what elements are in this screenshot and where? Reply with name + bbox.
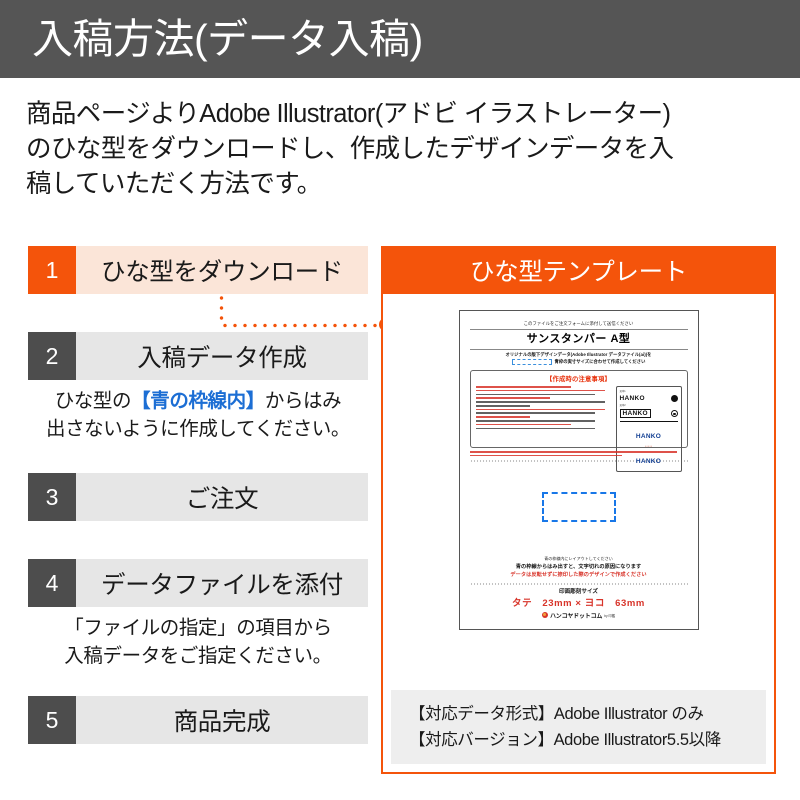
spacer-after-step-2: [28, 443, 368, 473]
step-row-1: 1 ひな型をダウンロード: [28, 246, 368, 294]
connector-dotted-vertical: [219, 293, 224, 325]
step-row-5: 5 商品完成: [28, 696, 368, 744]
engraving-size-value: タテ 23mm × ヨコ 63mm: [512, 597, 645, 609]
blue-box-swatch-icon: [511, 358, 552, 365]
step-2-desc-prefix: ひな型の: [54, 390, 132, 412]
step-number-1: 1: [28, 246, 76, 294]
sheet-rule-top: [469, 328, 688, 330]
step-4-description: 「ファイルの指定」の項目から 入稿データをご指定ください。: [28, 607, 368, 670]
blue-layout-frame: [541, 492, 616, 523]
step-row-2: 2 入稿データ作成: [28, 332, 368, 380]
step-2-description-line-2: 出さないように作成してください。: [45, 418, 351, 440]
supported-format-line: 【対応データ形式】Adobe Illustrator のみ: [409, 705, 704, 723]
template-panel: ひな型テンプレート このファイルをご注文フォームに添付して送信ください サンスタ…: [381, 246, 776, 774]
sheet-dotted-separator-top: [469, 460, 688, 463]
steps-list: 1 ひな型をダウンロード 2 入稿データ作成 ひな型の【青の枠線内】からはみ 出…: [28, 246, 368, 744]
sheet-notice-box: 【作成時の注意事項】: [469, 370, 688, 472]
step-2-desc-emphasis: 【青の枠線内】: [131, 390, 265, 412]
step-number-4: 4: [28, 559, 76, 607]
notice-text-line: [475, 420, 596, 422]
intro-line-2: のひな型をダウンロードし、作成したデザインデータを入: [26, 135, 674, 163]
intro-line-1: 商品ページよりAdobe Illustrator(アドビ イラストレーター): [26, 100, 671, 128]
template-sheet-preview[interactable]: このファイルをご注文フォームに添付して送信ください サンスタンパー A型 オリジ…: [458, 310, 699, 630]
step-2-description-line-1: ひな型の【青の枠線内】からはみ: [28, 387, 368, 415]
sheet-sub-line-1: オリジナルの版下デザインデータ(Adobe Illustrator データファイ…: [505, 352, 652, 357]
sheet-bottom-note-1: 青の枠線内にレイアウトしてください: [544, 556, 613, 562]
template-panel-header: ひな型テンプレート: [381, 246, 776, 294]
intro-line-3: 稿していただく方法です。: [26, 170, 322, 198]
brand-logo-text: ハンコヤドットコム: [549, 613, 603, 620]
brand-logo-mark-icon: [541, 612, 548, 619]
sheet-top-note: このファイルをご注文フォームに添付して送信ください: [523, 321, 634, 326]
page-header-band: 入稿方法(データ入稿): [0, 0, 800, 78]
sheet-bottom-note-2: 青の枠線からはみ出すと、文字切れの原因になります: [515, 563, 642, 570]
step-number-5: 5: [28, 696, 76, 744]
step-number-3: 3: [28, 473, 76, 521]
step-4-description-line-2: 入稿データをご指定ください。: [64, 645, 332, 667]
notice-text-line: [475, 389, 605, 392]
sheet-bottom-note-3: データは反転せずに捺印した際のデザインで作成ください: [510, 571, 647, 578]
step-label-3: ご注文: [76, 473, 368, 521]
sheet-sub-line-2: 青枠の実寸サイズに合わせて作成してください: [554, 359, 646, 364]
stamp-sample-text: HANKO: [619, 395, 645, 402]
brand-logo: ハンコヤドットコム by 印鑑: [470, 611, 688, 620]
step-row-3: 3 ご注文: [28, 473, 368, 521]
stamp-sample-text: HANKO: [635, 458, 662, 465]
spacer-after-step-3: [28, 521, 368, 559]
stamp-sample-box: 見本1 HANKO 見本2 HANKO HANKO: [615, 386, 682, 472]
sheet-rule-mid: [469, 348, 688, 350]
stamp-sample-caption: 見本2: [619, 404, 626, 407]
notice-after-line: [469, 451, 677, 453]
engraving-size-label: 印面彫刻サイズ: [559, 588, 598, 595]
sheet-notice-text-lines: [475, 386, 612, 472]
notice-after-line: [469, 454, 623, 457]
step-2-desc-suffix: からはみ: [264, 390, 342, 412]
stamp-sample-dotline: • • • • •: [645, 445, 652, 448]
stamp-sample-caption: 見本1: [619, 390, 626, 393]
notice-text-line: [475, 427, 596, 430]
stamp-sample-row-3: HANKO: [620, 425, 678, 443]
step-label-4: データファイルを添付: [76, 559, 368, 607]
step-4-description-line-1: 「ファイルの指定」の項目から: [64, 617, 332, 639]
stamp-sample-text: HANKO: [635, 433, 662, 440]
sheet-notice-title: 【作成時の注意事項】: [546, 376, 611, 383]
stamp-divider: [619, 421, 678, 422]
sheet-bottom-notes: 青の枠線内にレイアウトしてください 青の枠線からはみ出すと、文字切れの原因になり…: [470, 556, 688, 579]
step-label-5: 商品完成: [76, 696, 368, 744]
stamp-sample-row-4: HANKO: [620, 450, 678, 468]
template-panel-body: このファイルをご注文フォームに添付して送信ください サンスタンパー A型 オリジ…: [383, 294, 774, 674]
page-title: 入稿方法(データ入稿): [32, 16, 423, 62]
notice-text-line: [475, 397, 551, 399]
template-panel-footer: 【対応データ形式】Adobe Illustrator のみ 【対応バージョン】A…: [391, 690, 766, 764]
sheet-title: サンスタンパー A型: [526, 333, 631, 345]
step-row-4: 4 データファイルを添付: [28, 559, 368, 607]
step-label-2: 入稿データ作成: [76, 332, 368, 380]
intro-paragraph: 商品ページよりAdobe Illustrator(アドビ イラストレーター) の…: [26, 97, 778, 202]
notice-text-line: [475, 386, 571, 388]
notice-text-line: [475, 412, 596, 415]
step-label-1: ひな型をダウンロード: [76, 246, 368, 294]
sheet-sub-line-2-row: 青枠の実寸サイズに合わせて作成してください: [470, 358, 688, 365]
step-number-2: 2: [28, 332, 76, 380]
stamp-sample-row-2: HANKO: [619, 409, 678, 418]
notice-text-line: [475, 393, 596, 396]
brand-logo-suffix: by 印鑑: [604, 613, 615, 618]
notice-text-line: [475, 408, 605, 411]
supported-version-line: 【対応バージョン】Adobe Illustrator5.5以降: [409, 731, 721, 749]
connector-dotted-horizontal: [220, 323, 382, 328]
stamp-sample-row-1: HANKO: [620, 395, 678, 402]
notice-text-line: [475, 404, 530, 407]
sheet-notice-after-lines: [469, 451, 688, 457]
sheet-dotted-separator-bottom: [469, 582, 688, 585]
flower-seal-icon: [670, 395, 678, 402]
spacer-after-step-4: [28, 670, 368, 696]
notice-text-line: [475, 416, 530, 418]
ring-seal-icon: [670, 410, 678, 417]
sheet-notice-inner: 見本1 HANKO 見本2 HANKO HANKO: [475, 386, 682, 472]
notice-text-line: [475, 423, 571, 426]
notice-text-line: [475, 401, 605, 403]
stamp-sample-text: HANKO: [619, 409, 651, 418]
step-2-description: ひな型の【青の枠線内】からはみ 出さないように作成してください。: [28, 380, 368, 443]
